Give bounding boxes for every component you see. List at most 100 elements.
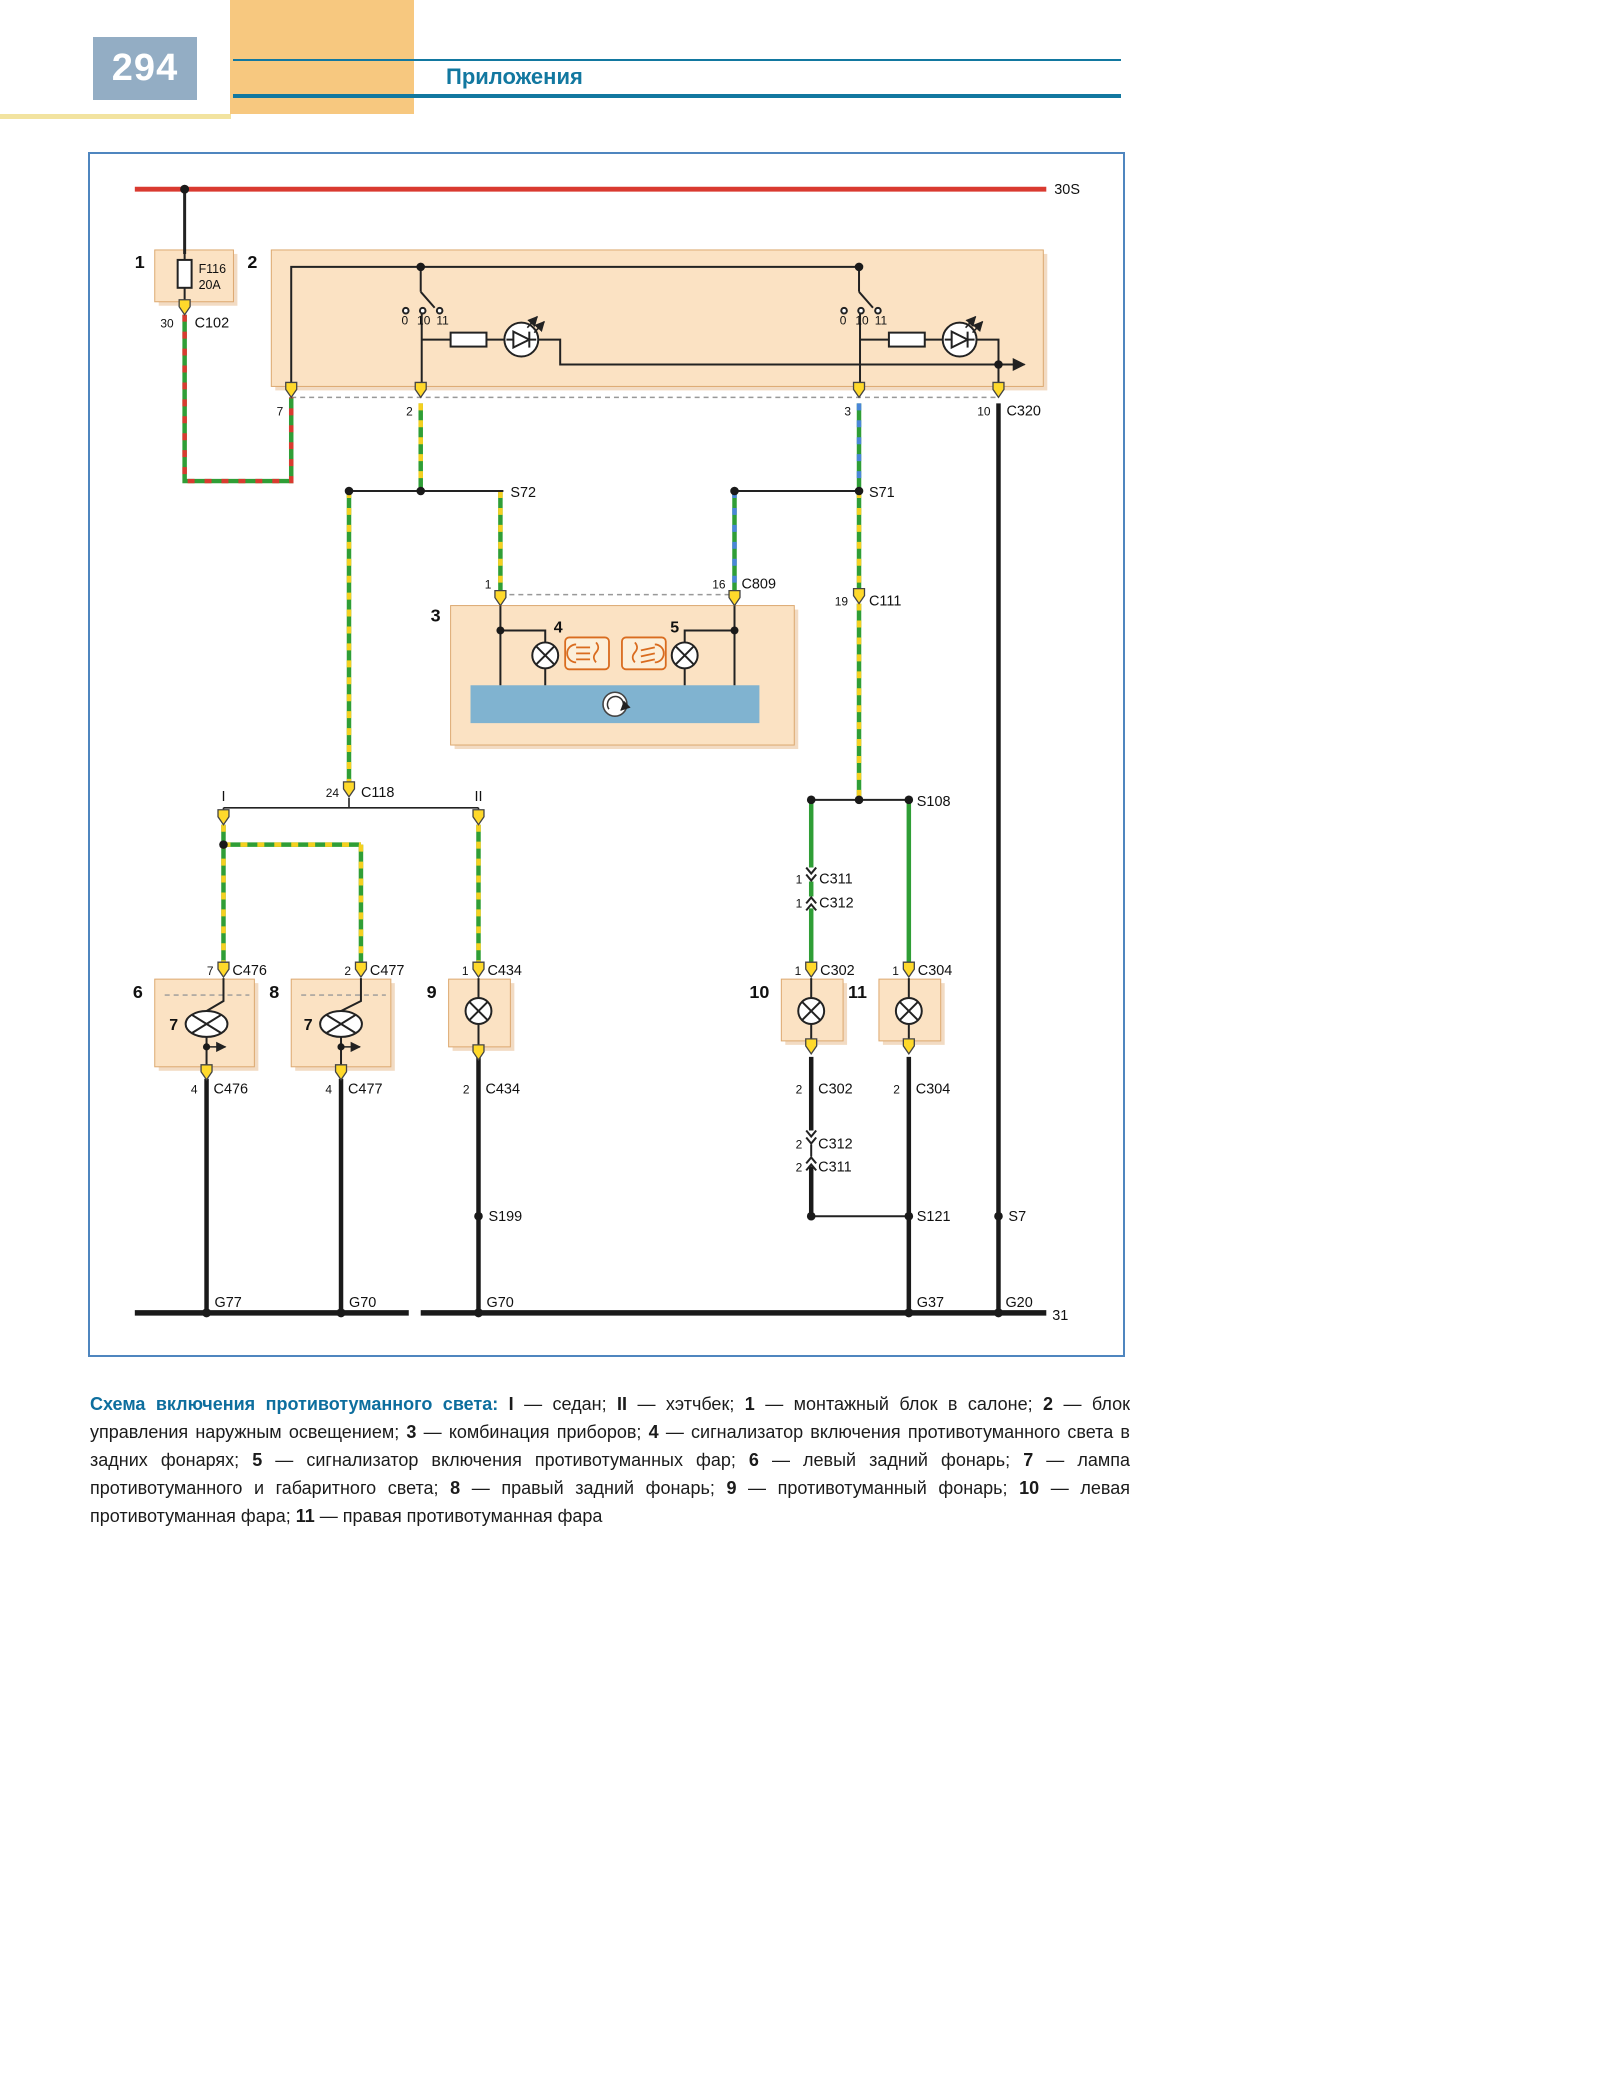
label-s7: S7 — [1008, 1209, 1026, 1225]
pin-c320-2 — [414, 381, 427, 399]
label-c312-bottom-pin: 2 — [796, 1137, 803, 1151]
label-c320-pin3: 3 — [844, 404, 851, 418]
led-indicator-right — [941, 321, 978, 358]
label-c809-pin1: 1 — [485, 578, 492, 592]
pin-c477-bottom — [334, 1064, 348, 1081]
header-rule-bottom — [233, 94, 1121, 98]
label-variant-i: I — [221, 789, 225, 805]
label-c476-bottom-pin: 4 — [191, 1083, 198, 1097]
caption-segment: — хэтчбек; — [627, 1394, 745, 1414]
label-s121: S121 — [917, 1209, 951, 1225]
label-c302-top: C302 — [820, 963, 855, 979]
label-c320-pin7: 7 — [277, 404, 284, 418]
label-component-4: 4 — [554, 619, 563, 636]
label-g20: G20 — [1005, 1295, 1032, 1311]
wire-c118-branches — [221, 824, 481, 963]
light-control-unit-internals — [290, 262, 1026, 387]
dual-filament-lamp-icon — [184, 1010, 229, 1038]
pin-c118 — [342, 781, 356, 798]
caption-segment: — правая противотуманная фара — [314, 1506, 603, 1526]
label-sw1-10: 10 — [417, 314, 431, 328]
label-c434-bottom: C434 — [485, 1082, 520, 1098]
label-c477-bottom: C477 — [348, 1082, 383, 1098]
label-c302-bottom: C302 — [818, 1082, 853, 1098]
pin-c434-top — [472, 961, 485, 978]
caption-segment: 6 — [748, 1450, 759, 1470]
instrument-cluster-panel — [470, 685, 760, 724]
label-c320-pin10: 10 — [977, 404, 991, 418]
page-number-box: 294 — [93, 37, 197, 100]
resistor-left — [449, 331, 488, 348]
dual-filament-lamp-icon — [319, 1010, 363, 1038]
junction-dots — [180, 184, 1003, 1318]
pin-c102 — [178, 299, 191, 316]
label-c102: C102 — [195, 316, 230, 332]
label-component-11: 11 — [848, 982, 867, 1002]
pin-c320-3 — [852, 381, 866, 399]
pin-c434-bottom — [472, 1044, 485, 1061]
pin-c809-1 — [494, 589, 507, 607]
label-g70-sedan: G70 — [349, 1295, 376, 1311]
caption-segment: 7 — [1023, 1450, 1034, 1470]
caption-segment: — комбинация приборов; — [416, 1422, 649, 1442]
yellow-strip — [0, 114, 231, 119]
label-component-2: 2 — [247, 252, 257, 272]
section-title: Приложения — [446, 64, 583, 89]
label-component-6: 6 — [133, 982, 143, 1002]
label-c311-top: C311 — [819, 872, 852, 888]
figure-caption: Схема включения противотуманного света: … — [90, 1390, 1130, 1530]
label-s72: S72 — [510, 485, 536, 501]
splice-lines — [222, 490, 909, 1218]
label-c304-top: C304 — [918, 963, 953, 979]
label-lamp-7-right: 7 — [304, 1017, 313, 1034]
caption-segment: — лампа противотуманного и габаритного с… — [90, 1450, 1131, 1498]
label-g70-hatch: G70 — [486, 1295, 513, 1311]
label-c434-top: C434 — [487, 963, 522, 979]
caption-segment: 8 — [450, 1478, 461, 1498]
fuse-f116-symbol — [176, 253, 193, 302]
fog-lamp-bulb-icon — [464, 997, 493, 1025]
pin-c111 — [852, 587, 866, 605]
resistor-right — [887, 331, 926, 348]
label-g77: G77 — [215, 1295, 242, 1311]
front-fog-indicator-icon — [621, 636, 667, 671]
indicator-lamp-4 — [531, 641, 560, 670]
label-component-1: 1 — [135, 252, 145, 272]
caption-segment: — сигнализатор включения противотуманных… — [262, 1450, 749, 1470]
pin-c476-top — [217, 961, 230, 978]
pin-c476-bottom — [200, 1064, 213, 1081]
label-c304-bottom: C304 — [916, 1082, 951, 1098]
page-number: 294 — [111, 47, 179, 89]
caption-segment: 5 — [252, 1450, 263, 1470]
label-c118-pin24: 24 — [326, 786, 340, 800]
wiring-diagram-frame: 30S 1 F116 20A 30 C102 2 0 10 11 0 10 11… — [88, 152, 1125, 1357]
caption-segment: 2 — [1043, 1394, 1054, 1414]
label-sw2-0: 0 — [840, 314, 847, 328]
label-c102-pin: 30 — [160, 317, 174, 331]
component-1-fuse-box — [154, 249, 234, 303]
caption-segment: — монтажный блок в салоне; — [754, 1394, 1044, 1414]
led-indicator-left — [503, 321, 540, 358]
label-c311-bottom: C311 — [818, 1159, 851, 1175]
pin-c320-7 — [285, 381, 298, 399]
label-c476-bottom: C476 — [214, 1082, 249, 1098]
diagram-labels: 30S 1 F116 20A 30 C102 2 0 10 11 0 10 11… — [133, 182, 1080, 1324]
label-fuse-rating: 20A — [199, 278, 222, 292]
caption-segment: — блок управления наружным освещением; — [90, 1394, 1130, 1442]
caption-segment: II — [617, 1394, 628, 1414]
component-2-exterior-light-control-unit — [270, 249, 1044, 387]
label-variant-ii: II — [474, 789, 482, 805]
connector-c312-bottom-icon — [805, 1129, 818, 1145]
label-c111-pin19: 19 — [835, 595, 849, 609]
label-sw1-0: 0 — [401, 314, 408, 328]
label-c312-top: C312 — [819, 895, 854, 911]
rear-fog-indicator-icon — [564, 636, 610, 671]
caption-segment: — левый задний фонарь; — [758, 1450, 1024, 1470]
label-c320: C320 — [1006, 403, 1041, 419]
label-component-9: 9 — [427, 982, 437, 1002]
caption-segment: 3 — [406, 1422, 417, 1442]
label-s199: S199 — [488, 1209, 522, 1225]
label-c809-pin16: 16 — [712, 578, 726, 592]
label-component-10: 10 — [749, 982, 769, 1002]
label-c302-bottom-pin: 2 — [796, 1083, 803, 1097]
